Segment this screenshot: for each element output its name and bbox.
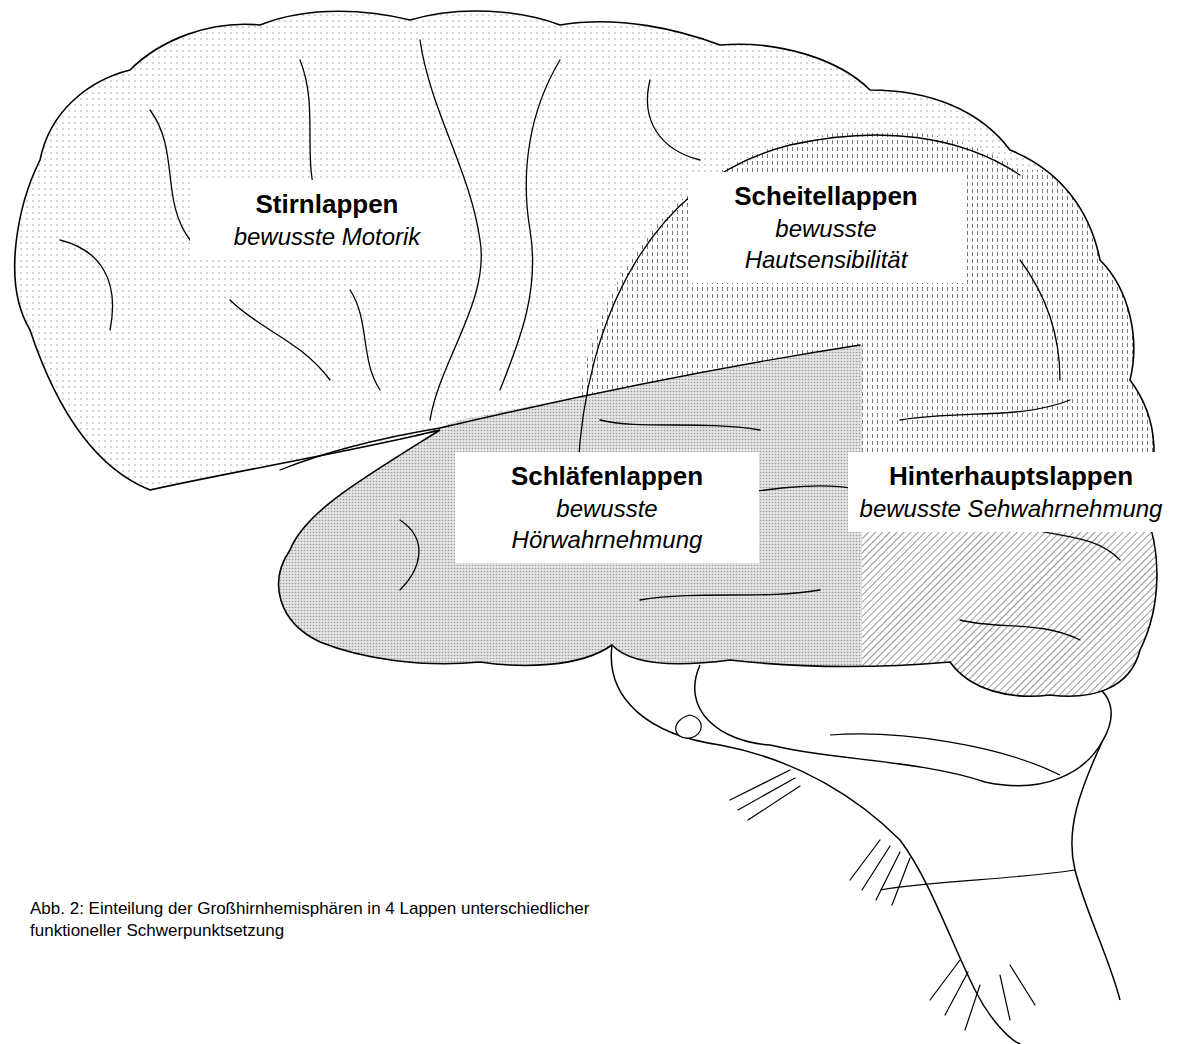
- lobe-name: Stirnlappen: [200, 188, 454, 221]
- lobe-label-box: Schläfenlappenbewusste Hörwahrnehmung: [455, 452, 759, 563]
- lobe-name: Schläfenlappen: [465, 460, 749, 493]
- lobe-label-box: Stirnlappenbewusste Motorik: [190, 180, 464, 260]
- lobe-function: bewusste Motorik: [200, 221, 454, 252]
- lobe-function: bewusste Hörwahrnehmung: [465, 493, 749, 555]
- figure-caption: Abb. 2: Einteilung der Großhirnhemisphär…: [30, 898, 670, 942]
- lobe-function: bewusste Sehwahrnehmung: [858, 493, 1164, 524]
- lobe-label-box: Scheitellappenbewusste Hautsensibilität: [688, 172, 964, 283]
- lobe-label-box: Hinterhauptslappenbewusste Sehwahrnehmun…: [848, 452, 1174, 532]
- lobe-name: Scheitellappen: [698, 180, 954, 213]
- lobe-name: Hinterhauptslappen: [858, 460, 1164, 493]
- lobe-function: bewusste Hautsensibilität: [698, 213, 954, 275]
